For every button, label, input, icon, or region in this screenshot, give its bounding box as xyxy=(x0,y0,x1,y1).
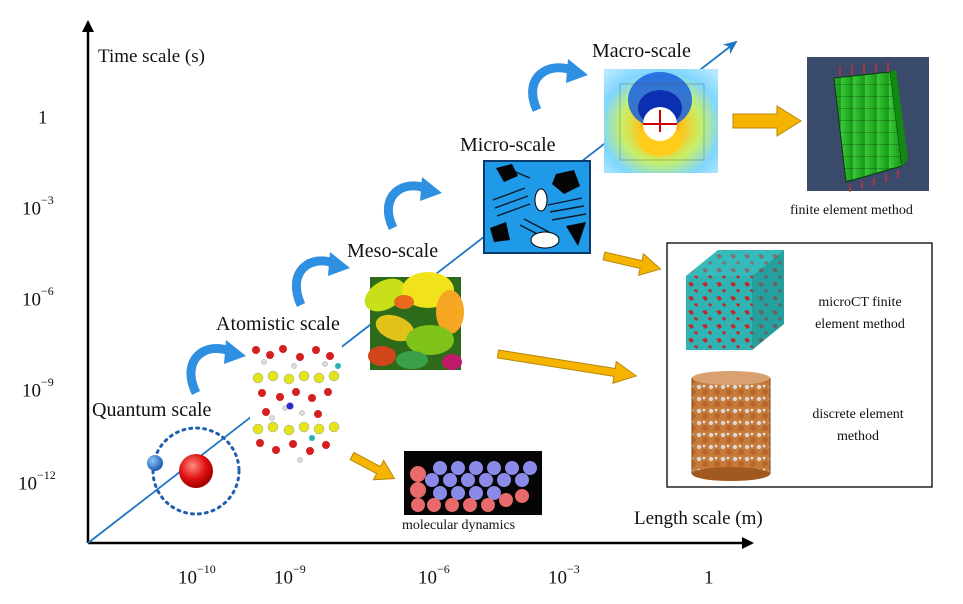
x-tick-label: 1 xyxy=(704,567,714,589)
microct-fem-label: microCT finite element method xyxy=(815,295,905,332)
y-axis-title: Time scale (s) xyxy=(98,46,205,67)
y-tick-label: 10−6 xyxy=(22,284,54,311)
micro-scale-label: Micro-scale xyxy=(460,134,556,156)
x-tick-label: 10−9 xyxy=(274,562,306,589)
y-tick-label: 1 xyxy=(38,107,48,129)
dem-cylinder-image xyxy=(691,371,771,481)
x-axis-title: Length scale (m) xyxy=(634,508,763,529)
y-tick-label: 10−3 xyxy=(22,193,54,220)
block-arrow-to-dem xyxy=(496,349,638,385)
atomistic-structure-image xyxy=(250,343,342,463)
curl-arrow-quantum-to-atomistic xyxy=(186,340,246,395)
y-tick-label: 10−9 xyxy=(22,375,54,402)
curl-arrow-micro-to-macro xyxy=(528,59,588,112)
block-arrow-to-molecular-dynamics xyxy=(349,451,396,481)
macro-scale-label: Macro-scale xyxy=(592,40,691,62)
finite-element-method-label: finite element method xyxy=(790,203,913,218)
curl-arrow-meso-to-micro xyxy=(383,177,442,230)
x-tick-label: 10−10 xyxy=(178,562,216,589)
methods-box xyxy=(666,242,933,488)
y-tick-label: 10−12 xyxy=(18,468,56,495)
atomistic-scale-label: Atomistic scale xyxy=(216,313,340,335)
curl-arrow-atomistic-to-meso xyxy=(291,252,350,307)
quantum-scale-label: Quantum scale xyxy=(92,399,212,421)
micro-structure-image xyxy=(483,160,591,254)
meso-scale-label: Meso-scale xyxy=(347,240,439,262)
molecular-dynamics-label: molecular dynamics xyxy=(402,518,516,533)
quantum-atom-image xyxy=(147,426,241,516)
molecular-dynamics-image xyxy=(404,451,542,515)
macro-contour-image xyxy=(604,69,718,173)
x-tick-label: 10−6 xyxy=(418,562,450,589)
fem-cylinder-image xyxy=(807,57,929,192)
block-arrow-to-microct xyxy=(602,251,662,276)
block-arrow-to-fem xyxy=(732,105,802,137)
meso-particles-image xyxy=(364,272,464,370)
x-tick-label: 10−3 xyxy=(548,562,580,589)
microct-cube-image xyxy=(686,250,784,350)
dem-label: discrete element method xyxy=(812,407,904,444)
